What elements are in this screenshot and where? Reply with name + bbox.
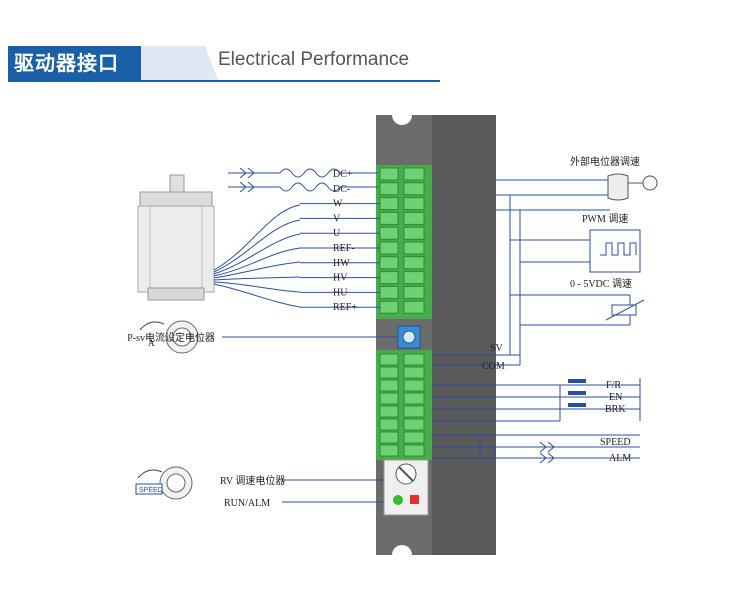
alm-arrow-icon bbox=[539, 452, 555, 464]
header-accent bbox=[141, 46, 218, 80]
terminal-label: U bbox=[333, 228, 341, 239]
motor-icon bbox=[137, 174, 215, 301]
switch-icons bbox=[568, 379, 586, 407]
psv-label: P-sv电流设定电位器 bbox=[127, 331, 215, 344]
psv-knob-icon bbox=[402, 330, 416, 344]
terminal-cell[interactable] bbox=[379, 167, 399, 181]
terminal-screw[interactable] bbox=[403, 300, 425, 314]
terminal-screw[interactable] bbox=[403, 226, 425, 240]
terminal-cell[interactable] bbox=[379, 300, 399, 314]
brk-label: BRK bbox=[605, 404, 626, 415]
io-terminal-screw[interactable] bbox=[403, 444, 425, 457]
io-terminal-cell[interactable] bbox=[379, 392, 399, 405]
io-terminal-cell[interactable] bbox=[379, 418, 399, 431]
terminal-label: HU bbox=[333, 287, 348, 298]
terminal-screw[interactable] bbox=[403, 167, 425, 181]
speed-badge-icon bbox=[135, 483, 163, 495]
rv-knob-slot bbox=[398, 466, 414, 482]
io-terminal-screw[interactable] bbox=[403, 353, 425, 366]
io-terminal-screw[interactable] bbox=[403, 366, 425, 379]
io-terminal-cell[interactable] bbox=[379, 353, 399, 366]
vdc-label: 0 - 5VDC 调速 bbox=[570, 278, 632, 290]
terminal-cell[interactable] bbox=[379, 226, 399, 240]
io-terminal-screw[interactable] bbox=[403, 405, 425, 418]
io-terminal-cell[interactable] bbox=[379, 366, 399, 379]
right-wires bbox=[432, 179, 641, 459]
external-pot-icon bbox=[607, 173, 658, 201]
lower-terminal-block bbox=[379, 353, 425, 457]
fr-label: F/R bbox=[606, 380, 621, 391]
terminal-label: V bbox=[333, 213, 341, 224]
ext-pot-label: 外部电位器调速 bbox=[570, 155, 640, 168]
terminal-cell[interactable] bbox=[379, 271, 399, 285]
io-terminal-cell[interactable] bbox=[379, 405, 399, 418]
section-subtitle: Electrical Performance bbox=[218, 49, 410, 70]
terminal-cell[interactable] bbox=[379, 197, 399, 211]
pwm-label: PWM 调速 bbox=[582, 213, 628, 225]
svg-text:A: A bbox=[148, 338, 155, 348]
pwm-wave-icon bbox=[600, 242, 637, 256]
left-terminal-labels: DC+ DC- WVU REF- HW HV HU REF+ bbox=[333, 169, 357, 313]
alm-led-icon bbox=[410, 495, 419, 504]
terminal-label: HV bbox=[333, 273, 348, 284]
terminal-cell[interactable] bbox=[379, 182, 399, 196]
svg-text:SPEED: SPEED bbox=[139, 487, 163, 494]
speed-label: SPEED bbox=[600, 437, 631, 448]
terminal-label: DC- bbox=[333, 184, 350, 195]
terminal-cell[interactable] bbox=[379, 256, 399, 270]
com-label: COM bbox=[482, 361, 505, 372]
upper-terminal-block bbox=[379, 167, 425, 314]
vdc-source-icon bbox=[605, 299, 645, 321]
terminal-cell[interactable] bbox=[379, 211, 399, 225]
terminal-screw[interactable] bbox=[403, 241, 425, 255]
io-terminal-screw[interactable] bbox=[403, 431, 425, 444]
terminal-label: HW bbox=[333, 258, 350, 269]
terminal-screw[interactable] bbox=[403, 271, 425, 285]
io-terminal-cell[interactable] bbox=[379, 444, 399, 457]
terminal-cell[interactable] bbox=[379, 241, 399, 255]
terminal-cell[interactable] bbox=[379, 285, 399, 299]
title-underline bbox=[8, 80, 440, 82]
alm-label: ALM bbox=[609, 453, 631, 464]
io-terminal-screw[interactable] bbox=[403, 379, 425, 392]
io-terminal-screw[interactable] bbox=[403, 392, 425, 405]
terminal-wires-left bbox=[300, 203, 380, 308]
run-led-icon bbox=[393, 495, 403, 505]
terminal-label: REF- bbox=[333, 243, 355, 254]
terminal-screw[interactable] bbox=[403, 197, 425, 211]
terminal-screw[interactable] bbox=[403, 182, 425, 196]
io-terminal-screw[interactable] bbox=[403, 418, 425, 431]
terminal-label: REF+ bbox=[333, 302, 357, 313]
en-label: EN bbox=[609, 392, 622, 403]
terminal-screw[interactable] bbox=[403, 285, 425, 299]
io-terminal-cell[interactable] bbox=[379, 379, 399, 392]
potentiometer-icon: A bbox=[139, 320, 199, 354]
terminal-label: DC+ bbox=[333, 169, 353, 180]
terminal-label: W bbox=[333, 199, 343, 210]
io-terminal-cell[interactable] bbox=[379, 431, 399, 444]
terminal-screw[interactable] bbox=[403, 256, 425, 270]
runalm-label: RUN/ALM bbox=[224, 498, 270, 509]
rv-pot-icon: SPEED bbox=[135, 466, 193, 500]
dc-power-wires bbox=[228, 167, 378, 193]
speed-arrow-icon bbox=[539, 441, 555, 453]
sv-label: SV bbox=[490, 343, 504, 354]
motor-wires bbox=[213, 204, 301, 308]
terminal-screw[interactable] bbox=[403, 211, 425, 225]
rv-label: RV 调速电位器 bbox=[220, 474, 285, 487]
section-title: 驱动器接口 bbox=[8, 46, 141, 80]
